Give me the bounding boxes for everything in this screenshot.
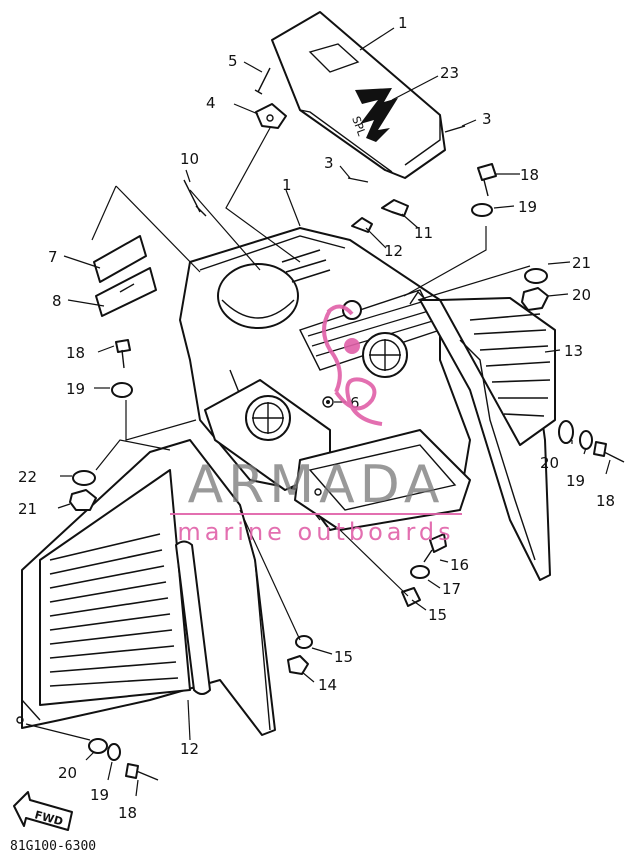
callout-19c: 19 [566, 472, 585, 490]
leader-lines [25, 27, 611, 797]
callout-22b: 22 [18, 468, 37, 486]
fwd-arrow-icon: FWD [13, 791, 73, 831]
watermark-logo-icon [322, 304, 383, 426]
watermark-tagline: marine outboards [177, 518, 454, 546]
callout-2: 1 [398, 14, 408, 32]
right-side-panel [409, 290, 556, 581]
callout-3a: 3 [482, 110, 492, 128]
callout-5: 5 [228, 52, 238, 70]
callout-21a: 20 [572, 286, 591, 304]
watermark: ARMADA marine outboards [170, 304, 462, 546]
callout-19a: 19 [518, 198, 537, 216]
callout-18a: 18 [520, 166, 539, 184]
callout-numbers: 1 23 3 3 5 4 10 1 11 12 18 19 7 8 21 20 … [18, 14, 615, 822]
callout-15b: 15 [334, 648, 353, 666]
callout-20b: 20 [58, 764, 77, 782]
plate-parts [93, 235, 157, 317]
callout-19d: 19 [90, 786, 109, 804]
watermark-brand: ARMADA [188, 455, 445, 515]
hardware-parts [69, 163, 625, 781]
main-housing [179, 227, 471, 531]
callout-8: 8 [52, 292, 62, 310]
callout-13: 13 [564, 342, 583, 360]
callout-21b: 21 [18, 500, 37, 518]
callout-6: 6 [350, 394, 360, 412]
clip-part [254, 67, 287, 129]
rod-part [183, 179, 207, 217]
callout-12: 12 [180, 740, 199, 758]
callout-11: 12 [384, 242, 403, 260]
callout-4: 4 [206, 94, 216, 112]
callout-15a: 15 [428, 606, 447, 624]
gauge-right [362, 332, 408, 378]
callout-22a: 21 [572, 254, 591, 272]
callout-3b: 3 [324, 154, 334, 172]
callout-14: 14 [318, 676, 337, 694]
gauge-left [245, 395, 291, 441]
part-top-cover: SPL [271, 11, 446, 179]
small-bracket-parts [351, 199, 409, 233]
callout-23: 23 [440, 64, 459, 82]
callout-19b: 19 [66, 380, 85, 398]
callout-18d: 18 [118, 804, 137, 822]
part-code: 81G100-6300 [10, 839, 96, 854]
callout-10: 11 [414, 224, 433, 242]
callout-20a: 20 [540, 454, 559, 472]
callout-18b: 18 [66, 344, 85, 362]
callout-7: 7 [48, 248, 58, 266]
callout-17: 17 [442, 580, 461, 598]
pin-part [347, 125, 466, 183]
callout-18c: 18 [596, 492, 615, 510]
callout-16: 16 [450, 556, 469, 574]
callout-1: 1 [282, 176, 292, 194]
callout-9: 10 [180, 150, 199, 168]
